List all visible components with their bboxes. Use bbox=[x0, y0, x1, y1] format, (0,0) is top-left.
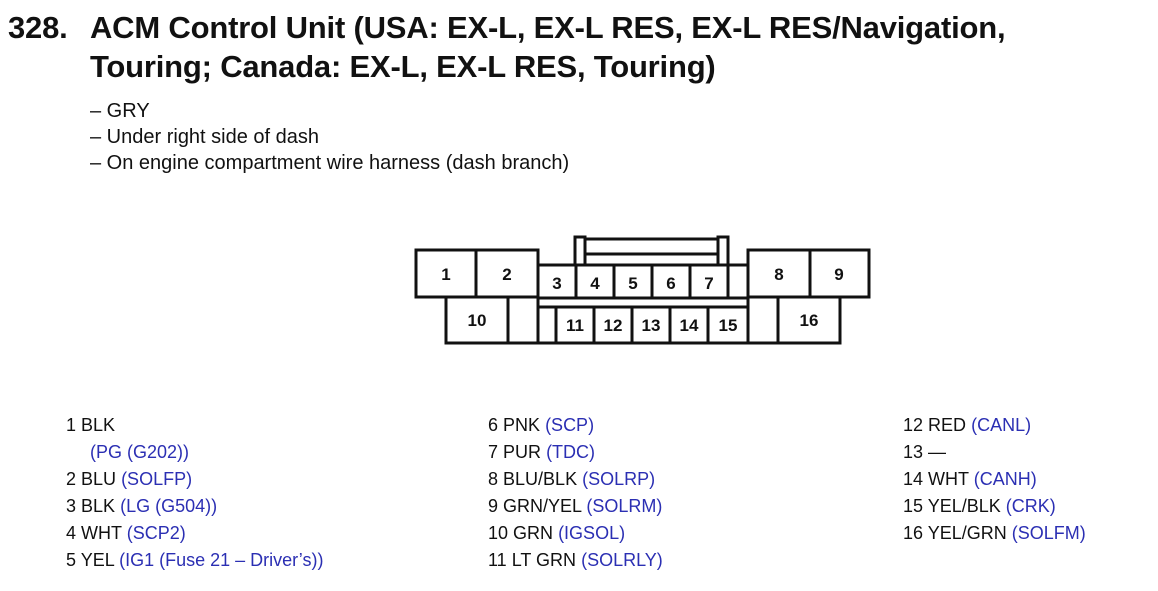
pin-label-10: 10 bbox=[468, 311, 487, 330]
connector-notes: – GRY – Under right side of dash – On en… bbox=[90, 98, 569, 176]
pin-row: 5 YEL (IG1 (Fuse 21 – Driver’s)) bbox=[66, 547, 323, 574]
pin-row-continuation: (PG (G202)) bbox=[66, 439, 323, 466]
signal-name: (SOLRLY) bbox=[581, 550, 663, 570]
wire-color: GRN/YEL bbox=[503, 496, 582, 516]
note-harness: – On engine compartment wire harness (da… bbox=[90, 152, 570, 174]
pin-label-11: 11 bbox=[566, 316, 584, 335]
wire-color: YEL/BLK bbox=[927, 496, 1001, 516]
pin-list-column-2: 6 PNK (SCP) 7 PUR (TDC) 8 BLU/BLK (SOLRP… bbox=[488, 412, 663, 574]
wire-color: BLU bbox=[81, 469, 117, 489]
pin-label-16: 16 bbox=[800, 311, 819, 330]
wire-color: — bbox=[928, 442, 947, 462]
pin-row: 9 GRN/YEL (SOLRM) bbox=[488, 493, 663, 520]
pin-row: 4 WHT (SCP2) bbox=[66, 520, 323, 547]
pin-number: 11 bbox=[488, 550, 507, 570]
pin-number: 6 bbox=[488, 415, 499, 435]
cavity-pin-16 bbox=[776, 295, 842, 345]
pin-number: 16 bbox=[903, 523, 924, 543]
wire-color: PUR bbox=[503, 442, 542, 462]
signal-name: (IG1 (Fuse 21 – Driver’s)) bbox=[119, 550, 324, 570]
pin-number: 5 bbox=[66, 550, 77, 570]
wire-color: WHT bbox=[928, 469, 969, 489]
pin-label-2: 2 bbox=[502, 265, 511, 284]
pin-label-8: 8 bbox=[774, 265, 783, 284]
signal-name: (CANH) bbox=[973, 469, 1037, 489]
pin-row: 8 BLU/BLK (SOLRP) bbox=[488, 466, 663, 493]
pin-number: 7 bbox=[488, 442, 499, 462]
pin-label-7: 7 bbox=[704, 274, 713, 293]
wire-color: YEL bbox=[80, 550, 115, 570]
pin-label-1: 1 bbox=[441, 265, 450, 284]
pin-label-6: 6 bbox=[666, 274, 675, 293]
pin-row: 10 GRN (IGSOL) bbox=[488, 520, 663, 547]
pin-number: 12 bbox=[903, 415, 924, 435]
page-title-line-1: ACM Control Unit (USA: EX-L, EX-L RES, E… bbox=[90, 10, 1006, 45]
pin-row: 15 YEL/BLK (CRK) bbox=[903, 493, 1086, 520]
pin-number: 4 bbox=[66, 523, 77, 543]
pin-number: 15 bbox=[903, 496, 924, 516]
cavity-spacer-bottom-left bbox=[536, 305, 558, 345]
pin-row: 11 LT GRN (SOLRLY) bbox=[488, 547, 663, 574]
pin-list-column-1: 1 BLK (PG (G202)) 2 BLU (SOLFP) 3 BLK (L… bbox=[66, 412, 323, 574]
cavity-blank-left bbox=[506, 295, 540, 345]
wire-color: BLK bbox=[81, 415, 116, 435]
wire-color: LT GRN bbox=[511, 550, 577, 570]
pin-label-12: 12 bbox=[604, 316, 623, 335]
cavity-blank-right bbox=[746, 295, 780, 345]
wire-color: RED bbox=[928, 415, 967, 435]
signal-name: (SOLFM) bbox=[1011, 523, 1086, 543]
pin-number: 8 bbox=[488, 469, 499, 489]
signal-name: (SOLRM) bbox=[586, 496, 663, 516]
signal-name: (CRK) bbox=[1005, 496, 1056, 516]
wire-color: YEL/GRN bbox=[927, 523, 1007, 543]
pin-label-4: 4 bbox=[590, 274, 600, 293]
pin-row: 7 PUR (TDC) bbox=[488, 439, 663, 466]
note-color: – GRY bbox=[90, 100, 150, 122]
signal-name: (IGSOL) bbox=[558, 523, 626, 543]
signal-name: (SOLFP) bbox=[121, 469, 193, 489]
pin-number: 13 bbox=[903, 442, 924, 462]
signal-name: (SOLRP) bbox=[582, 469, 656, 489]
signal-name: (SCP) bbox=[545, 415, 595, 435]
signal-name: (CANL) bbox=[971, 415, 1032, 435]
pin-label-13: 13 bbox=[642, 316, 661, 335]
pin-row: 1 BLK bbox=[66, 412, 323, 439]
pin-label-9: 9 bbox=[834, 265, 843, 284]
pin-row: 13 — bbox=[903, 439, 1086, 466]
pin-label-5: 5 bbox=[628, 274, 637, 293]
pin-row: 2 BLU (SOLFP) bbox=[66, 466, 323, 493]
signal-name: (LG (G504)) bbox=[120, 496, 218, 516]
signal-name: (PG (G202)) bbox=[90, 442, 190, 462]
pin-label-15: 15 bbox=[719, 316, 738, 335]
lock-tab-left bbox=[573, 235, 587, 267]
note-location: – Under right side of dash bbox=[90, 126, 320, 148]
section-number: 328. bbox=[8, 10, 68, 45]
pin-row: 6 PNK (SCP) bbox=[488, 412, 663, 439]
pin-row: 12 RED (CANL) bbox=[903, 412, 1086, 439]
pin-list-column-3: 12 RED (CANL) 13 — 14 WHT (CANH) 15 YEL/… bbox=[903, 412, 1086, 547]
cavity-spacer-top bbox=[726, 263, 750, 300]
lock-tab-right bbox=[716, 235, 730, 267]
pin-row: 16 YEL/GRN (SOLFM) bbox=[903, 520, 1086, 547]
wire-color: GRN bbox=[513, 523, 554, 543]
pin-number: 14 bbox=[903, 469, 924, 489]
pin-label-3: 3 bbox=[552, 274, 561, 293]
pin-number: 2 bbox=[66, 469, 77, 489]
pin-row: 3 BLK (LG (G504)) bbox=[66, 493, 323, 520]
wire-color: WHT bbox=[81, 523, 122, 543]
page-title-line-2: Touring; Canada: EX-L, EX-L RES, Touring… bbox=[90, 49, 716, 84]
signal-name: (TDC) bbox=[546, 442, 596, 462]
pin-number: 3 bbox=[66, 496, 77, 516]
pin-number: 9 bbox=[488, 496, 499, 516]
wire-color: BLU/BLK bbox=[503, 469, 578, 489]
wire-color: PNK bbox=[503, 415, 541, 435]
pin-number: 10 bbox=[488, 523, 509, 543]
pin-number: 1 bbox=[66, 415, 77, 435]
pin-label-14: 14 bbox=[680, 316, 699, 335]
wire-color: BLK bbox=[81, 496, 116, 516]
signal-name: (SCP2) bbox=[126, 523, 186, 543]
pin-row: 14 WHT (CANH) bbox=[903, 466, 1086, 493]
